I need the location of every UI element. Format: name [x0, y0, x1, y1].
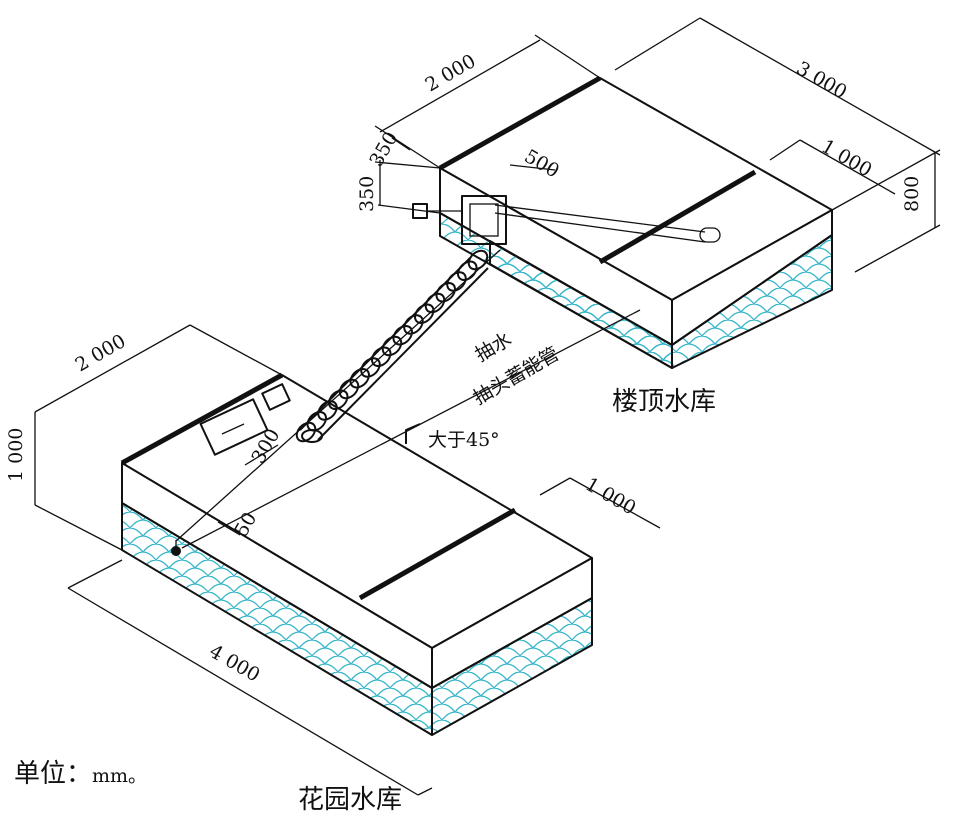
- dim-upper-height: 800: [901, 176, 923, 212]
- unit-note: 单位：mm。: [14, 759, 147, 789]
- lower-divider: [358, 507, 517, 601]
- dim-lower-width: 2 000: [72, 330, 130, 376]
- dim-upper-offset: 1 000: [818, 135, 876, 181]
- pump-detail: [221, 423, 245, 435]
- lower-reservoir-label: 花园水库: [298, 785, 402, 815]
- unit-prefix: 单位：: [14, 759, 92, 789]
- dim-lower-offset: 1 000: [582, 473, 640, 519]
- coil-end: [301, 429, 323, 443]
- lower-side-water-face: [431, 597, 593, 736]
- pump-motor: [261, 383, 291, 411]
- unit-value: mm。: [92, 765, 147, 787]
- upper-pipe-b: [494, 212, 706, 243]
- upper-inlet-inner: [469, 203, 499, 237]
- dim-gap-side: 350: [356, 176, 378, 212]
- dim-lower-height: 1 000: [5, 428, 27, 482]
- pump-label: 抽水: [472, 328, 516, 366]
- storage-coil: [295, 249, 489, 443]
- upper-front-water-lower: [489, 240, 673, 369]
- upper-pipe-a: [494, 204, 706, 233]
- upper-reservoir: [412, 75, 833, 369]
- upper-inlet-box: [461, 195, 507, 245]
- coil-axis-b: [317, 267, 489, 441]
- dimension-lines: [34, 17, 941, 796]
- angle-label: 大于45°: [428, 429, 500, 451]
- upper-back-edge: [438, 75, 602, 171]
- dim-lower-length: 4 000: [206, 640, 264, 686]
- dim-upper-length: 3 000: [793, 57, 851, 103]
- dim-upper-width: 2 000: [422, 50, 480, 96]
- coil-axis-a: [299, 257, 471, 431]
- pump-unit: [199, 398, 269, 456]
- lower-reservoir: [120, 372, 593, 736]
- upper-outlet: [699, 227, 721, 243]
- lower-back-edge: [120, 372, 284, 466]
- upper-reservoir-label: 楼顶水库: [612, 387, 716, 417]
- upper-divider: [598, 169, 757, 265]
- angle-mark: [405, 423, 421, 444]
- pipe-line-b: [181, 309, 641, 549]
- connecting-pipes: [175, 249, 641, 549]
- pipe-line-a: [175, 249, 501, 542]
